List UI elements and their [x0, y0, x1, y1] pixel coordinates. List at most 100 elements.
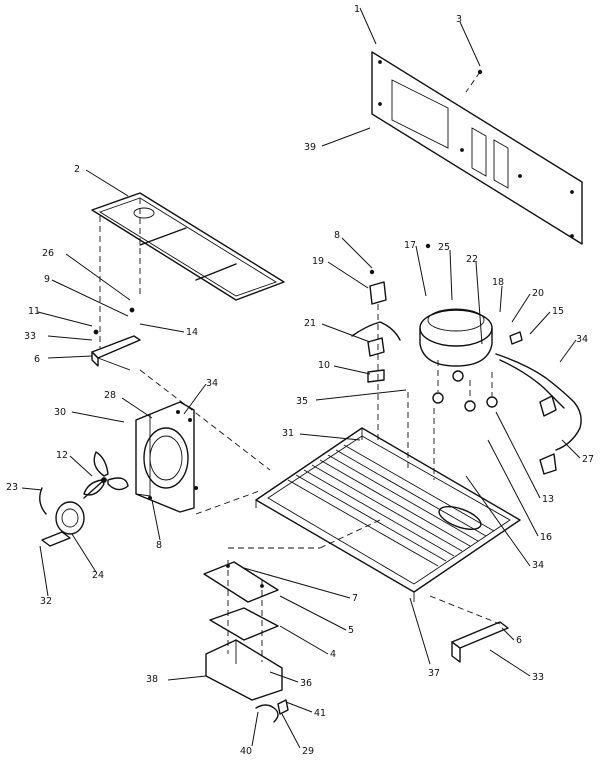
callout-36: 36	[269, 671, 312, 689]
callout-label: 33	[24, 331, 36, 342]
drain-pan-stack	[203, 560, 289, 723]
callout-19: 19	[312, 256, 369, 289]
callout-label: 4	[330, 649, 336, 660]
callout-7: 7	[243, 567, 358, 604]
callout-38: 38	[146, 674, 207, 685]
callout-label: 35	[296, 396, 308, 407]
callout-27: 27	[561, 439, 594, 465]
callout-label: 25	[438, 242, 450, 253]
callout-label: 8	[334, 230, 340, 241]
callout-30: 30	[54, 407, 125, 423]
callout-label: 2	[74, 164, 80, 175]
callout-label: 28	[104, 390, 116, 401]
callout-label: 16	[540, 532, 552, 543]
callout-4: 4	[279, 625, 336, 660]
callout-label: 15	[552, 306, 564, 317]
callout-label: 22	[466, 254, 478, 265]
callout-34-mid: 34	[465, 475, 544, 571]
top-cover-tray	[91, 192, 285, 348]
callout-label: 40	[240, 746, 252, 757]
callout-label: 32	[40, 596, 52, 607]
callout-label: 36	[300, 678, 312, 689]
callout-28: 28	[104, 390, 153, 419]
callout-41: 41	[285, 701, 326, 719]
callout-29: 29	[281, 713, 314, 757]
callout-label: 17	[404, 240, 416, 251]
callout-18: 18	[492, 277, 504, 313]
callout-label: 23	[6, 482, 18, 493]
callout-label: 30	[54, 407, 66, 418]
callout-label: 34	[532, 560, 544, 571]
callout-21: 21	[304, 318, 371, 343]
fan-blade-and-motor	[39, 451, 129, 547]
callout-label: 20	[532, 288, 544, 299]
callout-label: 19	[312, 256, 324, 267]
callout-37: 37	[409, 597, 440, 679]
callout-1: 1	[354, 4, 377, 45]
callout-label: 1	[354, 4, 360, 15]
callout-11: 11	[28, 306, 93, 327]
callout-label: 21	[304, 318, 316, 329]
callout-label: 34	[206, 378, 218, 389]
callout-label: 34	[576, 334, 588, 345]
callout-34-right: 34	[559, 334, 588, 363]
callout-8-top: 8	[334, 230, 373, 269]
callout-label: 10	[318, 360, 330, 371]
callout-label: 41	[314, 708, 326, 719]
callout-10: 10	[318, 360, 371, 375]
callout-40: 40	[240, 711, 259, 757]
callout-16: 16	[487, 439, 552, 543]
callout-label: 13	[542, 494, 554, 505]
callout-31: 31	[282, 428, 361, 441]
relay-overload	[351, 243, 431, 440]
callout-label: 14	[186, 327, 198, 338]
callout-35: 35	[296, 389, 407, 407]
callout-39: 39	[304, 127, 371, 153]
compressor	[419, 308, 498, 412]
callout-label: 6	[34, 354, 40, 365]
callout-34-left: 34	[183, 378, 218, 415]
callout-label: 11	[28, 306, 40, 317]
wiring-harness	[495, 331, 582, 475]
bracket-lower	[429, 595, 509, 663]
callout-label: 18	[492, 277, 504, 288]
callout-5: 5	[279, 595, 354, 636]
callout-2: 2	[74, 164, 129, 197]
callout-12: 12	[56, 450, 93, 477]
callout-6-upper: 6	[34, 354, 93, 365]
callout-label: 27	[582, 454, 594, 465]
callout-9: 9	[44, 274, 129, 317]
callout-label: 9	[44, 274, 50, 285]
fan-shroud	[135, 401, 198, 513]
callout-label: 12	[56, 450, 68, 461]
callouts: 1 3 39 2 26 9 11 14 33 6 28 34 30 12 23 …	[6, 4, 594, 757]
callout-label: 7	[352, 593, 358, 604]
callout-label: 5	[348, 625, 354, 636]
callout-label: 38	[146, 674, 158, 685]
callout-13: 13	[495, 411, 554, 505]
callout-label: 29	[302, 746, 314, 757]
callout-24: 24	[71, 533, 104, 581]
callout-label: 37	[428, 668, 440, 679]
callout-17: 17	[404, 240, 427, 297]
callout-23: 23	[6, 482, 43, 493]
callout-label: 3	[456, 14, 462, 25]
callout-22: 22	[466, 254, 483, 345]
callout-32: 32	[39, 545, 52, 607]
rear-panel	[371, 51, 583, 245]
callout-label: 39	[304, 142, 316, 153]
callout-33-lower: 33	[489, 649, 544, 683]
callout-8-left: 8	[151, 499, 162, 551]
callout-25: 25	[438, 242, 453, 301]
callout-33-upper: 33	[24, 331, 93, 342]
assembly-lines	[139, 369, 435, 549]
callout-label: 31	[282, 428, 294, 439]
callout-label: 26	[42, 248, 54, 259]
callout-label: 8	[156, 540, 162, 551]
callout-6-lower: 6	[501, 627, 522, 646]
callout-26: 26	[42, 248, 131, 301]
condenser-base-pan	[255, 427, 521, 602]
callout-20: 20	[511, 288, 544, 323]
callout-label: 33	[532, 672, 544, 683]
